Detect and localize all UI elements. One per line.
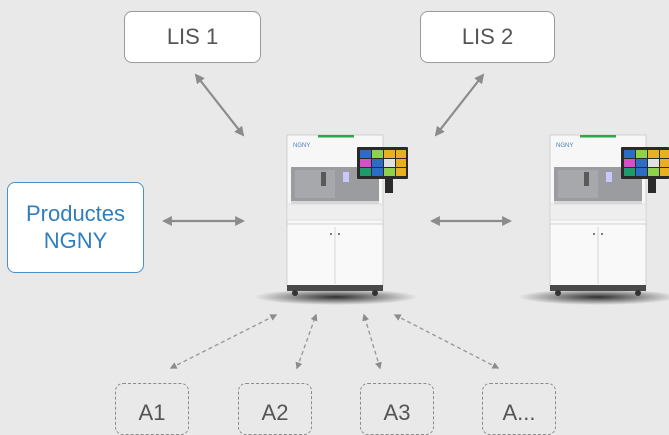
analyzer-a2-label: A2 [261, 400, 289, 425]
device-brand: NGNY [556, 143, 573, 149]
lis-2-box: LIS 2 [420, 11, 555, 63]
analyzer-a1-box: A1 [115, 383, 189, 435]
analyzer-a4-box: A... [482, 383, 556, 435]
arrow-a4-device [393, 314, 500, 369]
analyzer-a3-label: A3 [383, 400, 411, 425]
analyzer-a1-label: A1 [138, 400, 166, 425]
secondary-device: NGNY [518, 134, 669, 305]
device-shadow [254, 289, 418, 305]
lis-1-label: LIS 1 [166, 24, 219, 49]
analyzer-a2-box: A2 [238, 383, 312, 435]
device-shadow [518, 289, 669, 305]
lis-1-box: LIS 1 [124, 11, 261, 63]
products-label-line1: Productes [25, 201, 126, 227]
products-box: Productes NGNY [7, 182, 144, 273]
analyzer-a4-label: A... [502, 400, 536, 425]
arrow-a2-device [295, 313, 318, 370]
arrow-lis2-device [434, 73, 485, 137]
arrow-lis1-device [194, 73, 245, 137]
device-brand: NGNY [293, 143, 310, 149]
arrow-a1-device [169, 314, 278, 369]
lis-2-label: LIS 2 [461, 24, 514, 49]
arrow-a3-device [362, 313, 382, 370]
analyzer-a3-box: A3 [360, 383, 434, 435]
main-device: NGNY [254, 134, 418, 305]
products-label-line2: NGNY [43, 227, 108, 253]
